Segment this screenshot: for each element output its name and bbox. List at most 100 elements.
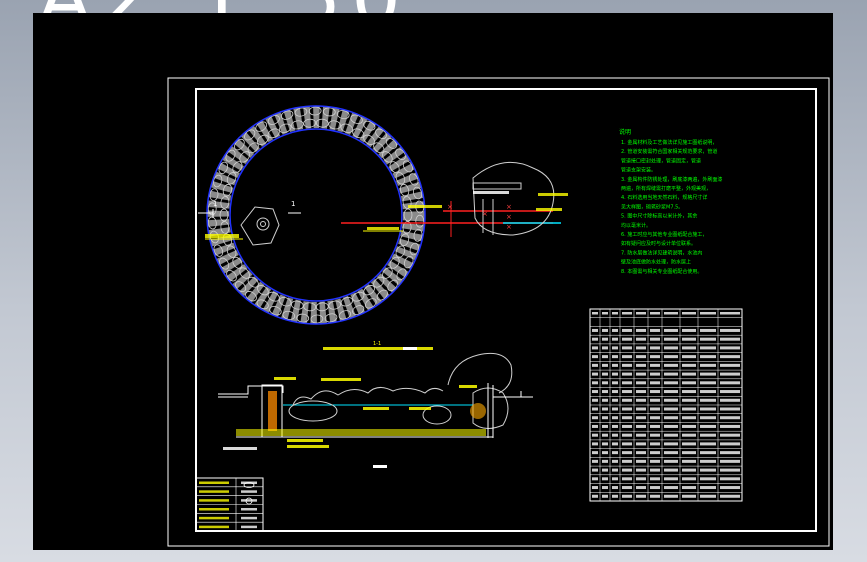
note-line: 5. 图中尺寸除标高以米计外，其余 (621, 213, 697, 220)
table-cell (636, 477, 646, 481)
titleblock-value (241, 490, 257, 493)
table-cell (664, 337, 678, 341)
stone (222, 183, 232, 197)
stone (235, 281, 247, 293)
table-cell (612, 363, 618, 367)
table-header-cell (650, 312, 660, 315)
note-line: 2. 管道安装需符合国家相关规范要求，管道 (621, 148, 717, 155)
table-cell (682, 468, 696, 472)
table-cell (592, 433, 598, 437)
inlet-structure (240, 206, 280, 246)
table-cell (602, 346, 608, 350)
table-cell (720, 451, 740, 455)
stone (256, 299, 269, 310)
stone (413, 228, 423, 242)
table-cell (664, 477, 678, 481)
note-line: 管道支架安装。 (621, 167, 656, 174)
stone (290, 120, 304, 130)
stone (226, 172, 237, 185)
wall-hatch (268, 391, 277, 431)
table-cell (720, 416, 740, 420)
table-cell (720, 468, 740, 472)
table-cell (664, 363, 678, 367)
table-cell (700, 372, 716, 376)
table-cell (650, 459, 660, 463)
table-cell (682, 494, 696, 498)
table-cell (682, 424, 696, 428)
cad-model-space[interactable]: 1 1 × × × × × (33, 13, 833, 550)
stone (363, 285, 375, 296)
stone (387, 279, 398, 292)
table-cell (700, 442, 716, 446)
stone (226, 245, 237, 258)
table-cell (700, 355, 716, 359)
table-cell (636, 433, 646, 437)
stone (232, 256, 243, 269)
section-marker-right: 1 (291, 200, 295, 208)
table-cell (612, 346, 618, 350)
table-cell (682, 381, 696, 385)
table-cell (592, 494, 598, 498)
table-cell (592, 407, 598, 411)
stone (315, 302, 329, 312)
table-cell (592, 381, 598, 385)
table-cell (682, 486, 696, 490)
titleblock-value (241, 499, 257, 502)
table-cell (682, 390, 696, 394)
stone (382, 151, 393, 163)
stone (257, 134, 269, 145)
table-header-cell (664, 312, 678, 315)
stone (409, 242, 419, 256)
table-cell (682, 346, 696, 350)
table-cell (636, 355, 646, 359)
table-cell (636, 494, 646, 498)
table-cell (720, 459, 740, 463)
table-cell (602, 407, 608, 411)
stone (324, 313, 338, 323)
table-cell (612, 486, 618, 490)
table-cell (720, 477, 740, 481)
stone (226, 270, 237, 282)
cad-drawing: 1 1 × × × × × (167, 77, 830, 547)
table-cell (700, 346, 716, 350)
table-cell (650, 468, 660, 472)
table-cell (720, 494, 740, 498)
table-header-cell (622, 312, 632, 315)
stone (267, 291, 280, 302)
table-cell (592, 390, 598, 394)
stone (403, 255, 414, 269)
table-cell (612, 451, 618, 455)
table-cell (664, 442, 678, 446)
stone (400, 233, 410, 247)
table-cell (664, 424, 678, 428)
table-cell (650, 381, 660, 385)
note-line: 管道接口密封处理，管道固定，管道 (621, 157, 701, 164)
table-cell (650, 494, 660, 498)
table-cell (720, 328, 740, 332)
table-cell (602, 459, 608, 463)
stone (395, 148, 406, 160)
titleblock-label (199, 490, 229, 493)
stone (413, 186, 423, 200)
table-cell (700, 494, 716, 498)
stone (352, 291, 365, 302)
table-cell (650, 424, 660, 428)
stone (245, 291, 257, 302)
pond-plan-view: 1 1 × × × × × (198, 105, 568, 325)
svg-text:×: × (447, 203, 453, 211)
table-cell (636, 390, 646, 394)
table-cell (602, 363, 608, 367)
table-cell (664, 390, 678, 394)
table-cell (636, 398, 646, 402)
table-cell (622, 468, 632, 472)
table-cell (650, 416, 660, 420)
table-cell (592, 424, 598, 428)
table-cell (602, 390, 608, 394)
table-cell (592, 451, 598, 455)
table-cell (592, 346, 598, 350)
table-cell (682, 451, 696, 455)
table-cell (650, 407, 660, 411)
table-cell (612, 416, 618, 420)
table-cell (622, 477, 632, 481)
table-cell (720, 424, 740, 428)
